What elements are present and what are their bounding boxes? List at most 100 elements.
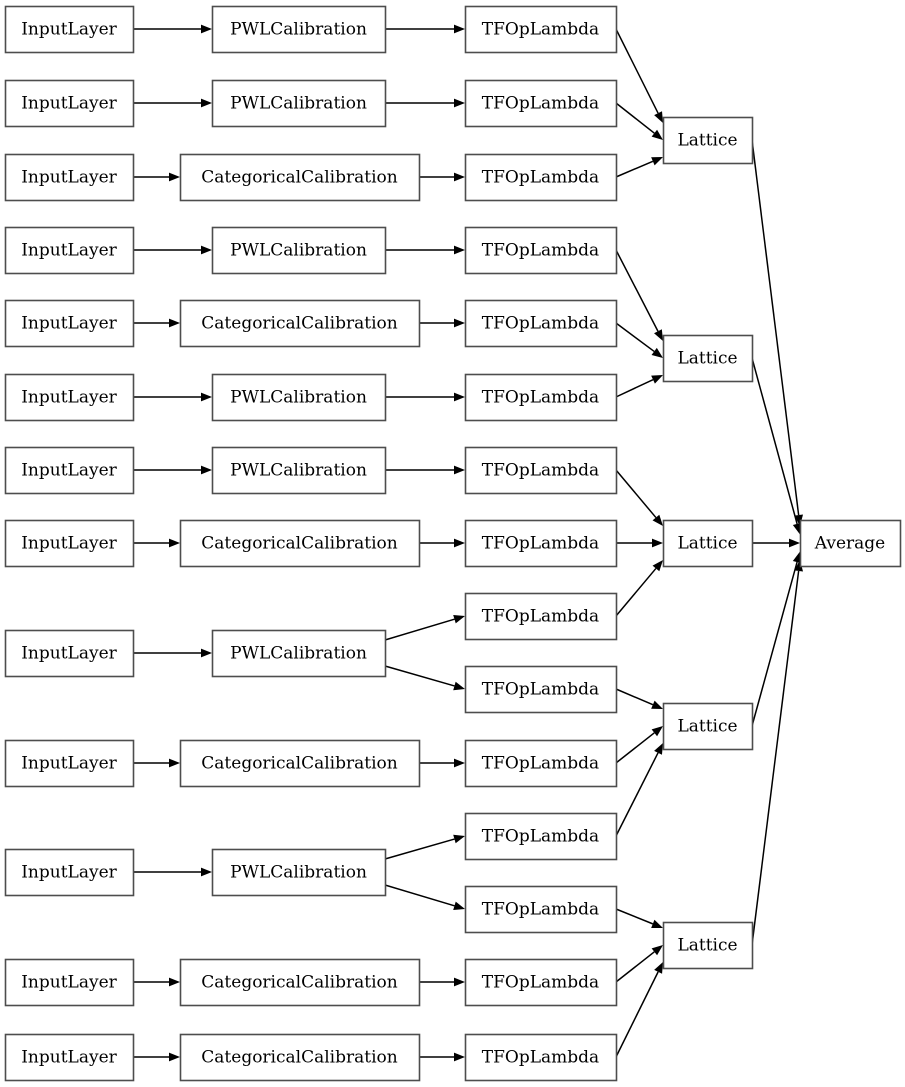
node-box	[662, 334, 754, 383]
graph-node-cal5[interactable]: CategoricalCalibration	[179, 299, 421, 348]
graph-node-op3[interactable]: TFOpLambda	[464, 153, 618, 202]
node-box	[4, 226, 135, 275]
graph-node-lat2[interactable]: Lattice	[662, 334, 754, 383]
graph-edge	[615, 732, 655, 764]
graph-node-in9[interactable]: InputLayer	[4, 629, 135, 678]
graph-node-op5[interactable]: TFOpLambda	[464, 299, 618, 348]
node-box	[464, 958, 618, 1007]
graph-edge	[615, 469, 657, 519]
graph-node-in5[interactable]: InputLayer	[4, 299, 135, 348]
node-box	[464, 446, 618, 495]
node-box	[211, 79, 387, 128]
graph-node-op6[interactable]: TFOpLambda	[464, 373, 618, 422]
graph-edge-arrowhead	[201, 98, 212, 108]
graph-edge-arrowhead	[794, 514, 804, 526]
graph-node-in11[interactable]: InputLayer	[4, 848, 135, 897]
node-box	[211, 848, 387, 897]
node-box	[4, 958, 135, 1007]
graph-node-op4[interactable]: TFOpLambda	[464, 226, 618, 275]
node-box	[4, 739, 135, 788]
graph-node-cal6[interactable]: PWLCalibration	[211, 373, 387, 422]
graph-edge-arrowhead	[454, 977, 465, 987]
graph-node-cal1[interactable]: PWLCalibration	[211, 5, 387, 54]
node-box	[464, 1033, 618, 1082]
graph-node-op1[interactable]: TFOpLambda	[464, 5, 618, 54]
graph-edge-arrowhead	[651, 129, 663, 140]
graph-node-in1[interactable]: InputLayer	[4, 5, 135, 54]
graph-edge-arrowhead	[169, 1052, 180, 1062]
graph-node-cal13[interactable]: CategoricalCalibration	[179, 1033, 421, 1082]
graph-node-cal2[interactable]: PWLCalibration	[211, 79, 387, 128]
graph-edge-arrowhead	[651, 347, 663, 358]
graph-node-cal4[interactable]: PWLCalibration	[211, 226, 387, 275]
node-box	[464, 373, 618, 422]
graph-edge-arrowhead	[454, 1052, 465, 1062]
node-box	[211, 446, 387, 495]
graph-node-in4[interactable]: InputLayer	[4, 226, 135, 275]
graph-node-op11[interactable]: TFOpLambda	[464, 739, 618, 788]
graph-node-in13[interactable]: InputLayer	[4, 1033, 135, 1082]
graph-edge-arrowhead	[453, 614, 465, 624]
graph-node-op12[interactable]: TFOpLambda	[464, 812, 618, 861]
graph-edge-arrowhead	[201, 245, 212, 255]
graph-edge-arrowhead	[794, 560, 804, 572]
node-box	[4, 629, 135, 678]
graph-node-cal3[interactable]: CategoricalCalibration	[179, 153, 421, 202]
graph-node-lat4[interactable]: Lattice	[662, 702, 754, 751]
graph-node-cal10[interactable]: CategoricalCalibration	[179, 739, 421, 788]
graph-node-op10[interactable]: TFOpLambda	[464, 665, 618, 714]
node-box	[179, 519, 421, 568]
graph-edge-arrowhead	[453, 681, 465, 691]
graph-node-lat5[interactable]: Lattice	[662, 921, 754, 970]
graph-node-in10[interactable]: InputLayer	[4, 739, 135, 788]
graph-node-op9[interactable]: TFOpLambda	[464, 592, 618, 641]
graph-edge-arrowhead	[454, 465, 465, 475]
node-box	[4, 5, 135, 54]
graph-node-op14[interactable]: TFOpLambda	[464, 958, 618, 1007]
graph-edge	[751, 357, 798, 525]
graph-edge-arrowhead	[169, 318, 180, 328]
graph-node-cal11[interactable]: PWLCalibration	[211, 848, 387, 897]
node-box	[464, 79, 618, 128]
graph-edge-arrowhead	[454, 172, 465, 182]
graph-node-op15[interactable]: TFOpLambda	[464, 1033, 618, 1082]
graph-edge-arrowhead	[651, 375, 663, 384]
graph-edge	[615, 249, 659, 332]
graph-node-op2[interactable]: TFOpLambda	[464, 79, 618, 128]
graph-edge	[615, 752, 659, 837]
graph-node-avg[interactable]: Average	[799, 519, 902, 568]
graph-node-op13[interactable]: TFOpLambda	[464, 885, 618, 934]
node-box	[4, 299, 135, 348]
graph-node-op8[interactable]: TFOpLambda	[464, 519, 618, 568]
graph-edge	[615, 378, 654, 398]
graph-node-in3[interactable]: InputLayer	[4, 153, 135, 202]
graph-node-in6[interactable]: InputLayer	[4, 373, 135, 422]
graph-node-op7[interactable]: TFOpLambda	[464, 446, 618, 495]
graph-node-lat3[interactable]: Lattice	[662, 519, 754, 568]
graph-node-in12[interactable]: InputLayer	[4, 958, 135, 1007]
graph-edge-arrowhead	[454, 758, 465, 768]
graph-node-in7[interactable]: InputLayer	[4, 446, 135, 495]
node-box	[179, 1033, 421, 1082]
graph-edge	[615, 160, 654, 178]
graph-edge	[384, 838, 455, 860]
node-box	[464, 519, 618, 568]
graph-edge-arrowhead	[654, 743, 663, 755]
graph-edge-arrowhead	[201, 867, 212, 877]
graph-edge-arrowhead	[792, 551, 802, 564]
graph-node-cal7[interactable]: PWLCalibration	[211, 446, 387, 495]
graph-edge	[384, 665, 455, 687]
graph-node-in8[interactable]: InputLayer	[4, 519, 135, 568]
node-box	[464, 665, 618, 714]
graph-node-cal9[interactable]: PWLCalibration	[211, 629, 387, 678]
graph-node-cal8[interactable]: CategoricalCalibration	[179, 519, 421, 568]
graph-edge-arrowhead	[651, 945, 663, 956]
graph-edge-arrowhead	[454, 318, 465, 328]
graph-edge	[615, 908, 654, 925]
graph-edge	[615, 102, 655, 134]
graph-node-in2[interactable]: InputLayer	[4, 79, 135, 128]
graph-node-lat1[interactable]: Lattice	[662, 116, 754, 165]
graph-edge-arrowhead	[654, 329, 663, 341]
graph-edge-arrowhead	[454, 98, 465, 108]
graph-node-cal12[interactable]: CategoricalCalibration	[179, 958, 421, 1007]
